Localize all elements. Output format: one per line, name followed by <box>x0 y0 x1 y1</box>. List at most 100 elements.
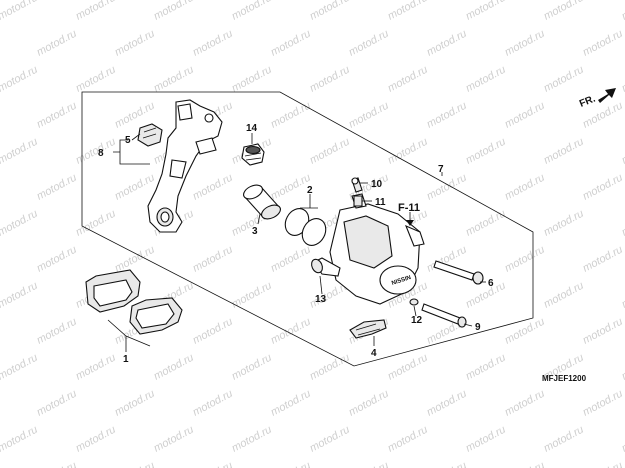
watermark-text: motod.ru <box>542 280 586 311</box>
watermark-text: motod.ru <box>35 100 79 131</box>
watermark-text: motod.ru <box>113 28 157 59</box>
watermark-text: motod.ru <box>152 424 196 455</box>
watermark-text: motod.ru <box>581 28 625 59</box>
watermark-text: motod.ru <box>113 172 157 203</box>
watermark-text: motod.ru <box>191 388 235 419</box>
watermark-text: motod.ru <box>0 172 1 203</box>
watermark-text: motod.ru <box>308 64 352 95</box>
watermark-text: motod.ru <box>542 0 586 23</box>
callout-4: 4 <box>371 348 377 359</box>
watermark-text: motod.ru <box>230 64 274 95</box>
watermark-text: motod.ru <box>620 280 625 311</box>
watermark-text: motod.ru <box>269 28 313 59</box>
watermark-text: motod.ru <box>581 460 625 468</box>
watermark-text: motod.ru <box>0 424 40 455</box>
pad-spring <box>349 319 387 339</box>
callout-13: 13 <box>315 294 327 305</box>
watermark-text: motod.ru <box>191 244 235 275</box>
watermark-text: motod.ru <box>0 0 40 23</box>
callout-8: 8 <box>98 148 104 159</box>
watermark-text: motod.ru <box>35 388 79 419</box>
callout-1: 1 <box>123 354 129 365</box>
watermark-text: motod.ru <box>74 352 118 383</box>
watermark-text: motod.ru <box>35 172 79 203</box>
watermark-text: motod.ru <box>503 388 547 419</box>
brand-mark: NISSIN <box>391 275 412 287</box>
watermark-text: motod.ru <box>620 0 625 23</box>
watermark-text: motod.ru <box>347 388 391 419</box>
direction-arrow-icon <box>598 88 616 103</box>
watermark-text: motod.ru <box>620 64 625 95</box>
bleeder-valve <box>351 177 363 207</box>
caliper-body: NISSIN <box>329 193 425 305</box>
callout-9: 9 <box>475 322 481 333</box>
watermark-text: motod.ru <box>269 316 313 347</box>
brake-pad-set <box>85 269 183 335</box>
watermark-text: motod.ru <box>581 172 625 203</box>
watermark-text: motod.ru <box>620 352 625 383</box>
watermark-text: motod.ru <box>35 28 79 59</box>
callout-10: 10 <box>371 179 383 190</box>
pin-plug <box>409 298 419 306</box>
watermark-text: motod.ru <box>308 0 352 23</box>
watermark-text: motod.ru <box>464 136 508 167</box>
watermark-text: motod.ru <box>269 100 313 131</box>
diagram-code: MFJEF1200 <box>542 374 587 383</box>
watermark-text: motod.ru <box>581 388 625 419</box>
watermark-text: motod.ru <box>74 0 118 23</box>
watermark-text: motod.ru <box>542 424 586 455</box>
pad-spring-part <box>137 123 163 147</box>
callout-11: 11 <box>375 197 386 208</box>
watermark-text: motod.ru <box>230 280 274 311</box>
watermark-text: motod.ru <box>0 316 1 347</box>
watermark-text: motod.ru <box>0 64 40 95</box>
watermark-text: motod.ru <box>230 0 274 23</box>
assembly-frame <box>81 91 534 367</box>
callout-5: 5 <box>125 135 131 146</box>
watermark-text: motod.ru <box>425 28 469 59</box>
watermark-text: motod.ru <box>0 280 40 311</box>
callout-6: 6 <box>488 278 494 289</box>
watermark-text: motod.ru <box>620 136 625 167</box>
piston-seals <box>284 208 327 246</box>
watermark-text: motod.ru <box>503 28 547 59</box>
watermark-text: motod.ru <box>191 316 235 347</box>
watermark-text: motod.ru <box>347 100 391 131</box>
watermark-text: motod.ru <box>191 28 235 59</box>
watermark-text: motod.ru <box>0 352 40 383</box>
section-ref-label: F-11 <box>398 202 420 214</box>
watermark-text: motod.ru <box>308 352 352 383</box>
direction-label: FR. <box>578 93 597 109</box>
watermark-text: motod.ru <box>464 0 508 23</box>
watermark-text: motod.ru <box>620 424 625 455</box>
watermark-text: motod.ru <box>425 388 469 419</box>
callout-12: 12 <box>411 315 423 326</box>
watermark-text: motod.ru <box>503 460 547 468</box>
watermark-text: motod.ru <box>503 172 547 203</box>
watermark-text: motod.ru <box>269 244 313 275</box>
watermark-text: motod.ru <box>0 244 1 275</box>
watermark-text: motod.ru <box>542 136 586 167</box>
watermark-text: motod.ru <box>464 424 508 455</box>
watermark-text: motod.ru <box>74 136 118 167</box>
watermark-text: motod.ru <box>386 424 430 455</box>
piston <box>243 184 281 220</box>
watermark-text: motod.ru <box>386 136 430 167</box>
watermark-text: motod.ru <box>386 352 430 383</box>
watermark-text: motod.ru <box>464 208 508 239</box>
watermark-text: motod.ru <box>425 172 469 203</box>
slide-pin-bolt <box>311 257 341 277</box>
watermark-text: motod.ru <box>542 64 586 95</box>
watermark-text: motod.ru <box>347 460 391 468</box>
watermark-text: motod.ru <box>0 388 1 419</box>
watermark-text: motod.ru <box>113 460 157 468</box>
watermark-text: motod.ru <box>35 316 79 347</box>
watermark-text: motod.ru <box>386 0 430 23</box>
watermark-text: motod.ru <box>464 352 508 383</box>
watermark-text: motod.ru <box>269 460 313 468</box>
watermark-text: motod.ru <box>191 172 235 203</box>
watermark-text: motod.ru <box>0 208 40 239</box>
watermark-text: motod.ru <box>230 352 274 383</box>
watermark-text: motod.ru <box>152 352 196 383</box>
watermark-text: motod.ru <box>308 424 352 455</box>
